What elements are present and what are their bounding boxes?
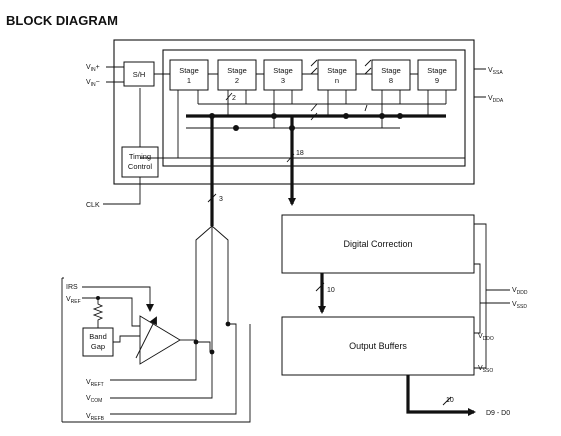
ref-junction-dot <box>193 339 199 345</box>
svg-text:VIN−: VIN− <box>86 79 100 88</box>
reference-section-outline <box>61 277 251 423</box>
vref-pin: VREF <box>66 296 81 305</box>
band-gap-wire <box>113 335 140 343</box>
stage-1-block: Stage 1 <box>169 59 209 91</box>
digital-supply-wires <box>474 223 510 369</box>
vcom-pin: VCOM <box>86 395 102 404</box>
bus-junction-dot <box>397 113 403 119</box>
band-gap-block <box>82 327 114 357</box>
vrefb-pin: VREFB <box>86 413 105 422</box>
bus-junction-dot <box>209 113 215 119</box>
resistor-icon <box>92 298 104 328</box>
svg-text:VREFT: VREFT <box>86 379 104 388</box>
stage-tap-wires <box>177 90 447 158</box>
sample-hold-label: S/H <box>133 70 146 79</box>
vin-minus-pin: VIN− <box>86 79 100 88</box>
stage-2-number: 2 <box>235 76 239 85</box>
ref-bus-width: 3 <box>219 196 223 203</box>
band-gap-label-1: Band <box>89 332 107 341</box>
bus-junction-dot <box>379 113 385 119</box>
clk-pin: CLK <box>86 202 100 209</box>
diagram-title: BLOCK DIAGRAM <box>6 13 118 28</box>
svg-text:VDDD: VDDD <box>512 287 528 296</box>
stage-1-number: 1 <box>187 76 191 85</box>
output-buffers-label: Output Buffers <box>349 341 407 351</box>
stage-n-number: n <box>335 76 339 85</box>
vddo-pin: VDDO <box>478 333 494 342</box>
vssa-pin: VSSA <box>488 67 503 76</box>
stage-8-block: Stage 8 <box>371 59 411 91</box>
output-data-bus <box>406 375 476 416</box>
vin-wires <box>106 66 124 83</box>
bus-junction-dot <box>233 125 239 131</box>
band-gap-label-2: Gap <box>91 342 105 351</box>
pipeline-frame <box>113 39 475 185</box>
svg-text:VREFB: VREFB <box>86 413 105 422</box>
svg-text:VREF: VREF <box>66 296 81 305</box>
output-pins: D9 - D0 <box>486 410 510 417</box>
bus-junction-dot <box>289 125 295 131</box>
digital-correction-label: Digital Correction <box>343 239 412 249</box>
svg-text:VDDO: VDDO <box>478 333 494 342</box>
stage-n-block: Stage n <box>317 59 357 91</box>
stage-2-block: Stage 2 <box>217 59 257 91</box>
clk-wire <box>103 177 141 205</box>
stage-9-block: Stage 9 <box>417 59 457 91</box>
svg-text:VCOM: VCOM <box>86 395 102 404</box>
output-buffers-block <box>281 316 475 376</box>
stage-9-label: Stage <box>427 66 447 75</box>
timing-bus-width: 18 <box>296 150 304 157</box>
stage-3-block: Stage 3 <box>263 59 303 91</box>
vref-wire <box>82 297 140 327</box>
vreft-pin: VREFT <box>86 379 104 388</box>
vssd-pin: VSSD <box>512 301 527 310</box>
stage-bus-width: 2 <box>232 95 236 102</box>
irs-wire <box>82 286 154 312</box>
adjust-arrow <box>135 316 157 359</box>
vdda-pin: VDDA <box>488 95 504 104</box>
bus-junction-dot <box>271 113 277 119</box>
vddd-pin: VDDD <box>512 287 528 296</box>
bus-junction-dot <box>343 113 349 119</box>
irs-pin: IRS <box>66 284 78 291</box>
stage-9-number: 9 <box>435 76 439 85</box>
svg-text:VDDA: VDDA <box>488 95 504 104</box>
ref-junction-dot <box>225 321 231 327</box>
stage-1-label: Stage <box>179 66 199 75</box>
stage-array-frame <box>162 49 466 167</box>
timing-label-1: Timing <box>129 152 151 161</box>
amplifier-icon <box>139 315 181 365</box>
svg-text:VIN+: VIN+ <box>86 64 100 73</box>
svg-text:VSSD: VSSD <box>512 301 527 310</box>
ref-junction-dot <box>209 349 215 355</box>
vin-plus-pin: VIN+ <box>86 64 100 73</box>
analog-supply-wires <box>474 68 486 98</box>
svg-text:VSSO: VSSO <box>478 365 493 374</box>
svg-text:VSSA: VSSA <box>488 67 503 76</box>
reference-fanout-wires <box>195 225 229 342</box>
stage-2-label: Stage <box>227 66 247 75</box>
stage-n-label: Stage <box>327 66 347 75</box>
stage-3-label: Stage <box>273 66 293 75</box>
vsso-pin: VSSO <box>478 365 493 374</box>
digital-correction-block <box>281 214 475 274</box>
output-bus-width: 10 <box>446 397 454 404</box>
timing-label-2: Control <box>128 162 153 171</box>
bus-width-ticks <box>207 59 452 406</box>
stage-8-number: 8 <box>389 76 393 85</box>
stage-8-label: Stage <box>381 66 401 75</box>
correction-out-width: 10 <box>327 287 335 294</box>
stage-3-number: 3 <box>281 76 285 85</box>
reference-output-wires <box>110 244 237 415</box>
